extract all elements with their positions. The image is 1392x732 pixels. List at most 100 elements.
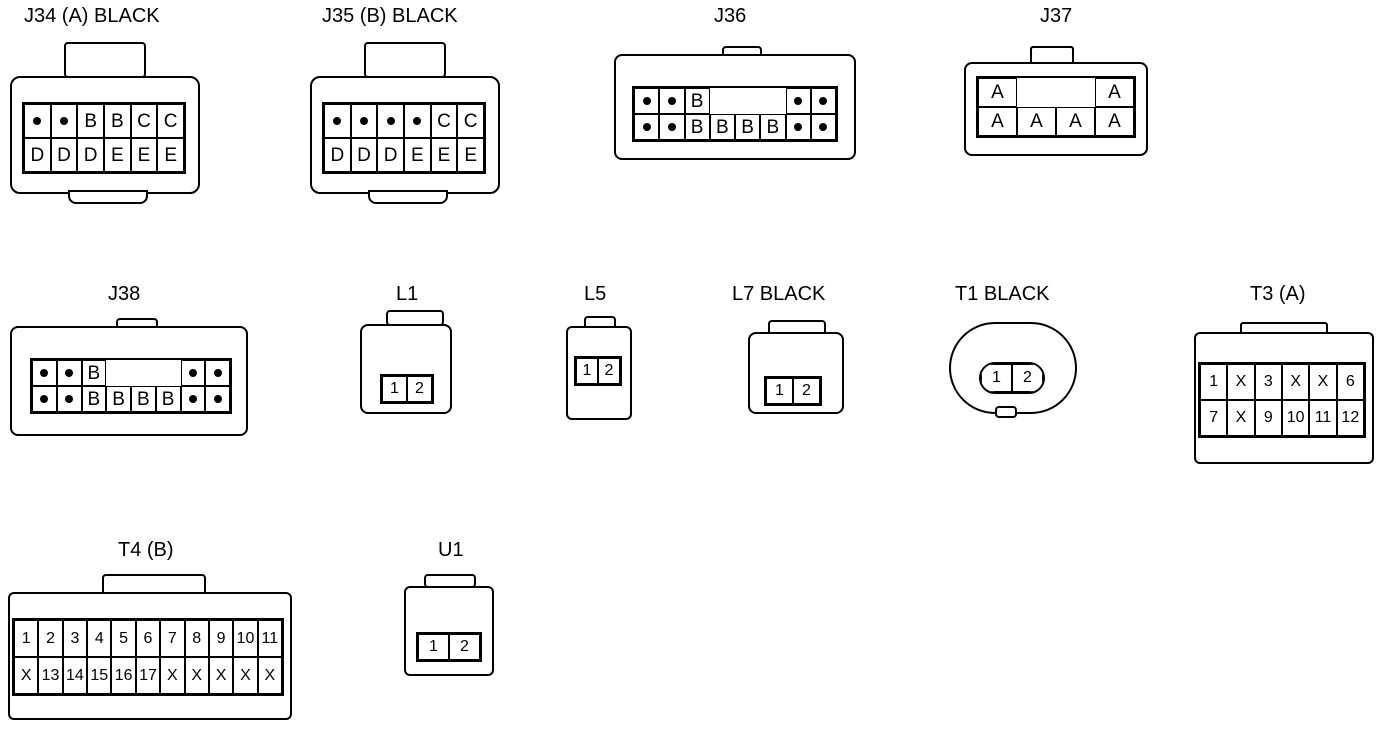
cavity-cell: 17 [135, 657, 161, 694]
cavity-cell: C [457, 104, 484, 138]
cavity-cell: 12 [1336, 400, 1364, 436]
connector-title: T1 BLACK [955, 283, 1050, 305]
connector-title: J36 [714, 5, 747, 27]
cavity-gap [1056, 78, 1095, 107]
connector-title: T4 (B) [118, 539, 174, 561]
cavity-cell: 16 [111, 657, 136, 694]
cavity-cell: 14 [62, 657, 88, 694]
cavity-cell: D [350, 138, 378, 172]
cavity-cell: 11 [1309, 400, 1337, 436]
cavity-cell: 1 [418, 634, 449, 660]
cavity-cell: 1 [576, 358, 598, 384]
cavity-gap [131, 360, 156, 386]
cavity-cell: A [1095, 78, 1134, 107]
cavity-cell: C [430, 104, 458, 138]
cavity-dot [205, 386, 230, 412]
cavity-cell: 3 [1254, 364, 1282, 400]
cavity-cell: D [24, 138, 51, 172]
connector-title: L1 [396, 283, 419, 305]
cavity-cell: 13 [38, 657, 63, 694]
cavity-cell: X [1227, 400, 1255, 436]
cavity-dot [785, 114, 811, 140]
connector-housing [404, 586, 494, 676]
cavity-cell: 1 [981, 364, 1012, 392]
cavity-cell: 4 [87, 620, 112, 657]
connector-latch [364, 42, 446, 78]
cavity-cell: B [106, 386, 131, 412]
connector-title: J38 [108, 283, 141, 305]
cavity-cell: B [684, 88, 710, 114]
cavity-cell: X [1309, 364, 1337, 400]
cavity-cell: B [81, 360, 107, 386]
cavity-cell: X [1282, 364, 1310, 400]
cavity-cell: E [103, 138, 131, 172]
cavity-dot [810, 88, 836, 114]
cavity-cell: 3 [62, 620, 88, 657]
cavity-cell: X [208, 657, 234, 694]
cavity-cell: A [1056, 107, 1095, 136]
cavity-dot [810, 114, 836, 140]
cavity-cell: A [1017, 107, 1056, 136]
cavity-cell: 9 [1254, 400, 1282, 436]
cavity-cell: C [130, 104, 158, 138]
cavity-cell: B [81, 386, 107, 412]
connector-title: T3 (A) [1250, 283, 1306, 305]
connector-title: L5 [584, 283, 607, 305]
cavity-cell: 8 [184, 620, 209, 657]
cavity-cell: D [77, 138, 104, 172]
cavity-cell: 1 [14, 620, 39, 657]
cavity-cell: E [403, 138, 431, 172]
cavity-cell: 2 [1012, 364, 1043, 392]
cavity-dot [350, 104, 378, 138]
cavity-dot [785, 88, 811, 114]
cavity-cell: C [157, 104, 184, 138]
cavity-dot [634, 88, 660, 114]
cavity-cell: B [735, 114, 761, 140]
cavity-cell: 6 [135, 620, 161, 657]
connector-base [68, 190, 148, 204]
cavity-dot [659, 114, 685, 140]
cavity-dot [403, 104, 431, 138]
cavity-gap [735, 88, 761, 114]
cavity-cell: 15 [87, 657, 112, 694]
cavity-cell: B [760, 114, 786, 140]
cavity-cell: 10 [1282, 400, 1310, 436]
cavity-dot [50, 104, 78, 138]
cavity-cell: E [457, 138, 484, 172]
cavity-cell: B [709, 114, 735, 140]
cavity-cell: B [131, 386, 156, 412]
cavity-dot [32, 360, 57, 386]
cavity-cell: B [155, 386, 181, 412]
cavity-gap [1017, 78, 1056, 107]
cavity-cell: 6 [1336, 364, 1364, 400]
cavity-cell: E [430, 138, 458, 172]
cavity-cell: 2 [598, 358, 620, 384]
cavity-gap [709, 88, 735, 114]
cavity-cell: E [130, 138, 158, 172]
cavity-dot [24, 104, 51, 138]
cavity-cell: 9 [208, 620, 234, 657]
cavity-dot [32, 386, 57, 412]
cavity-cell: B [77, 104, 104, 138]
cavity-cell: D [377, 138, 404, 172]
cavity-gap [155, 360, 181, 386]
connector-title: J34 (A) BLACK [24, 5, 160, 27]
